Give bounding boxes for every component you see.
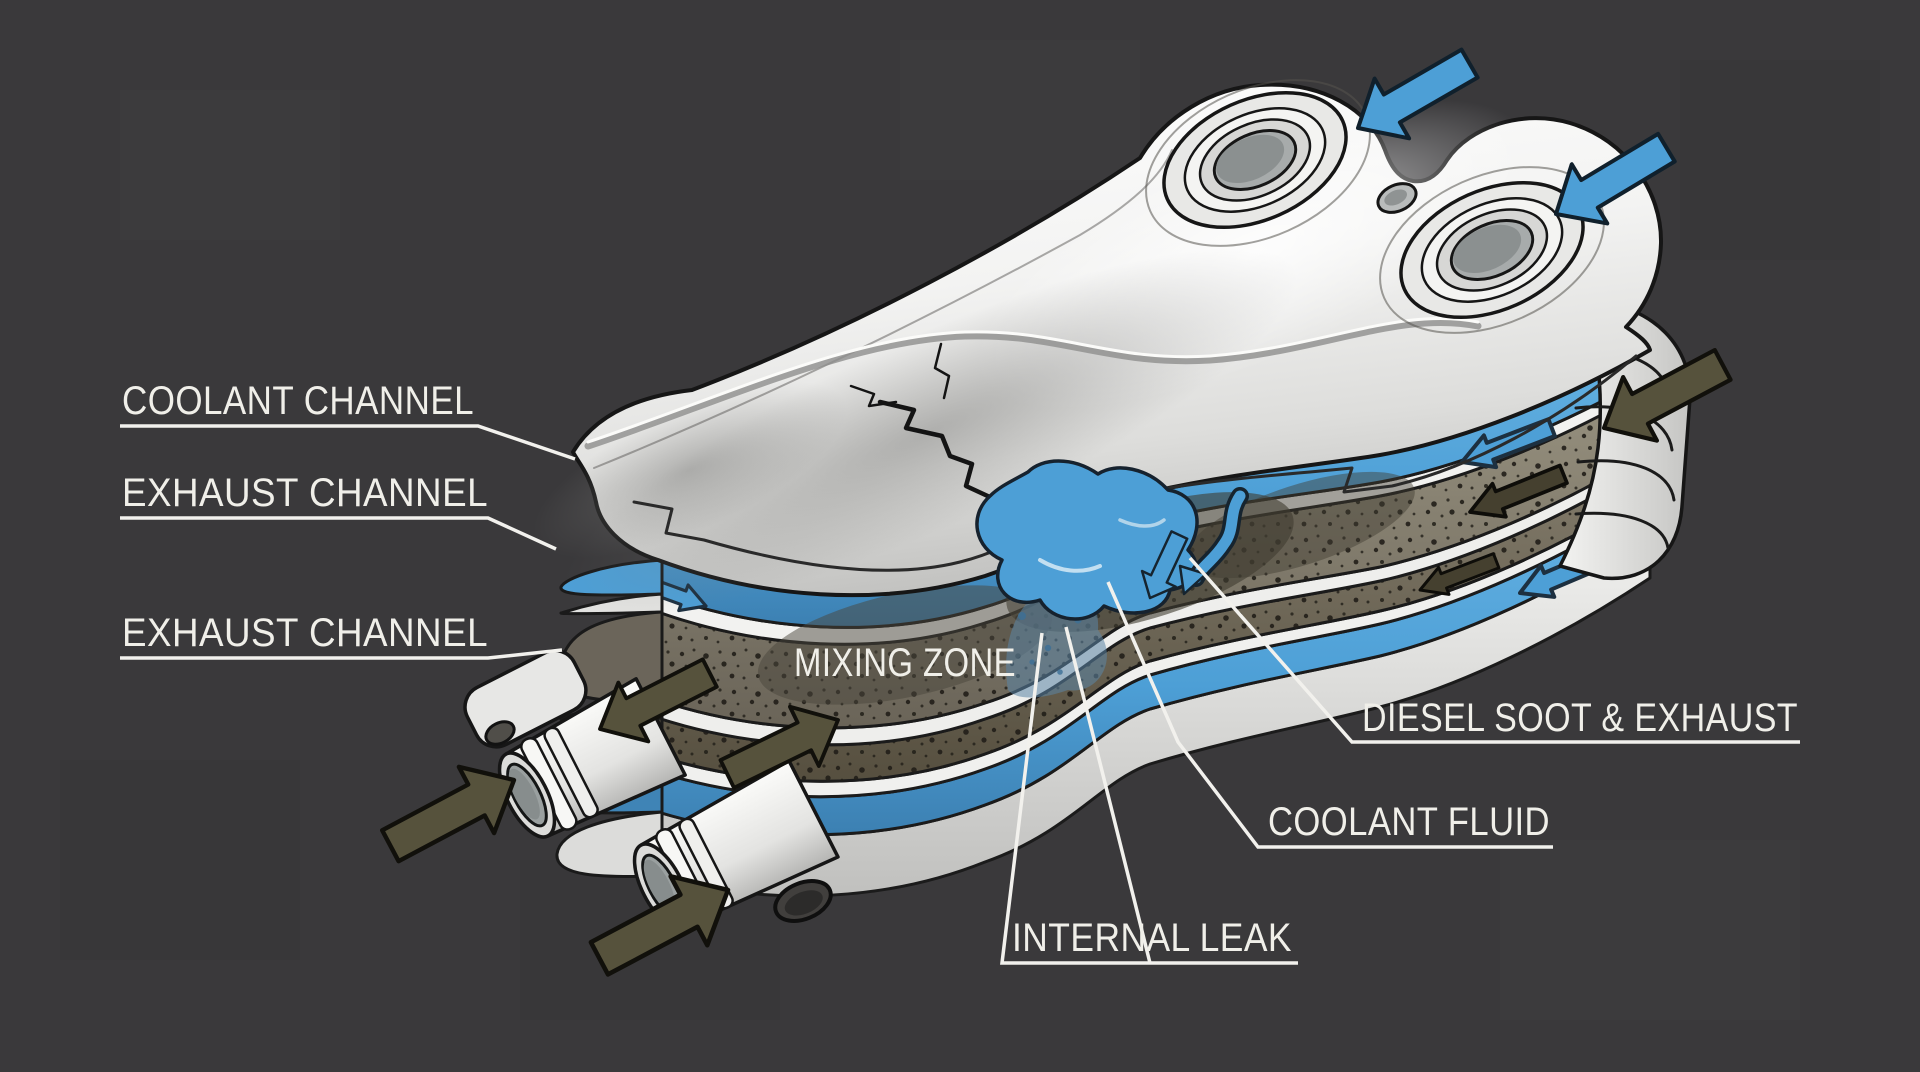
crack (849, 342, 995, 501)
coolant-ports (1145, 79, 1605, 334)
label-text: COOLANT FLUID (1268, 800, 1550, 844)
annotations: COOLANT CHANNEL EXHAUST CHANNEL EXHAUST … (120, 379, 1800, 965)
label-text: DIESEL SOOT & EXHAUST (1362, 696, 1798, 740)
coolant-splash (975, 459, 1199, 621)
label-text: COOLANT CHANNEL (122, 379, 474, 423)
coolant-trickle (1178, 487, 1249, 596)
label-text: EXHAUST CHANNEL (122, 471, 488, 515)
leader-line (120, 424, 576, 461)
flange-bolt-hole (773, 879, 833, 923)
leader-line (120, 648, 563, 660)
tab-hole (484, 720, 516, 746)
coolant-port-inlet-1 (1162, 90, 1348, 230)
leader-line (1064, 626, 1152, 964)
bleed-hole (1376, 182, 1418, 214)
leader-line (120, 516, 557, 551)
label-mixing-zone: MIXING ZONE (794, 641, 1016, 685)
leader-line (1106, 581, 1553, 849)
label-text: EXHAUST CHANNEL (122, 611, 488, 655)
label-coolant-fluid: COOLANT FLUID (1106, 581, 1553, 849)
label-text: INTERNAL LEAK (1012, 916, 1292, 960)
label-text: MIXING ZONE (794, 641, 1016, 685)
label-exhaust-channel-bottom: EXHAUST CHANNEL (120, 611, 563, 660)
leader-line (1000, 632, 1298, 965)
leader-line (1188, 556, 1800, 744)
crack-and-leak (849, 342, 1249, 621)
coolant-port-inlet-2 (1399, 180, 1585, 320)
egr-cooler-assembly (373, 34, 1740, 993)
label-exhaust-channel-top: EXHAUST CHANNEL (120, 471, 557, 551)
label-coolant-channel: COOLANT CHANNEL (120, 379, 576, 461)
label-diesel-soot-exhaust: DIESEL SOOT & EXHAUST (1188, 556, 1800, 744)
label-internal-leak: INTERNAL LEAK (1000, 626, 1298, 965)
